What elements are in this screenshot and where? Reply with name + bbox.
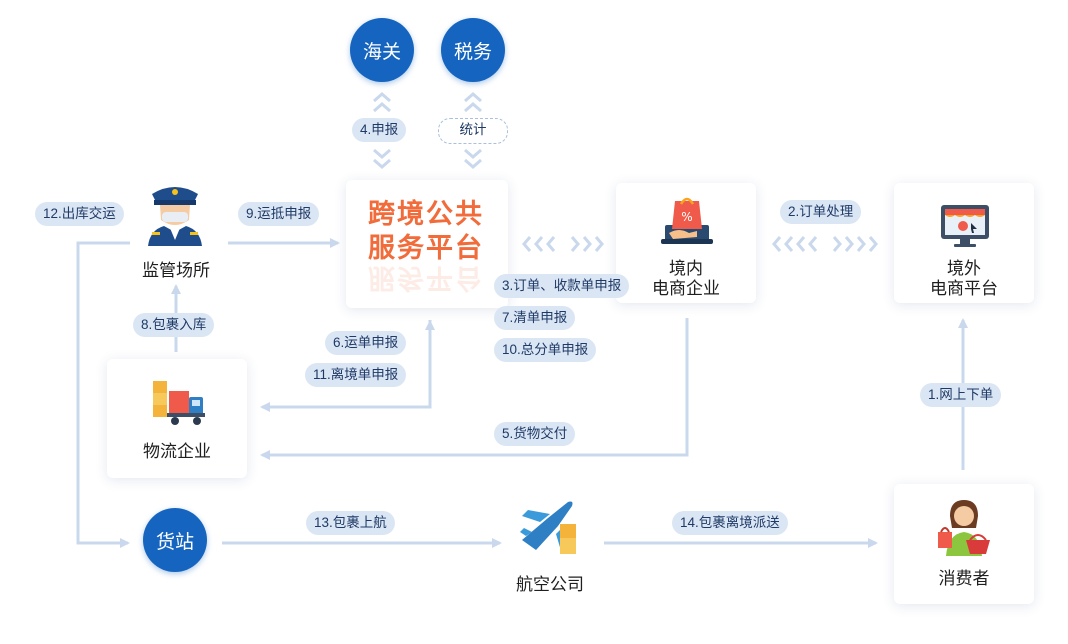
- domestic-ecommerce-node: % 境内 电商企业: [616, 183, 756, 303]
- step-1-online-order: 1.网上下单: [920, 383, 1002, 407]
- svg-text:%: %: [681, 210, 692, 224]
- tax-node: 税务: [441, 18, 505, 82]
- customs-officer-icon: [142, 180, 208, 253]
- step-12-outbound: 12.出库交运: [35, 202, 124, 226]
- step-9-arrival: 9.运抵申报: [238, 202, 320, 226]
- platform-title-reflection: 服务平台: [368, 264, 484, 293]
- platform-title-line1: 跨境公共: [368, 199, 484, 230]
- chevrons-tax: [464, 92, 482, 169]
- step-11-departure: 11.离境单申报: [305, 363, 407, 387]
- platform-title-line2: 服务平台: [368, 233, 484, 264]
- arrow-platform-to-logistics: [260, 320, 432, 412]
- truck-boxes-icon: [149, 379, 207, 432]
- step-8-warehousing: 8.包裹入库: [133, 313, 215, 337]
- storefront-monitor-icon: [938, 199, 992, 254]
- arrow-domestic-to-logistics: [260, 318, 689, 460]
- airplane-boxes-icon: [518, 498, 584, 565]
- arrow-supervision-to-cargo: [76, 241, 130, 548]
- step-4-declare: 4.申报: [352, 118, 407, 142]
- consumer-label: 消费者: [938, 569, 990, 588]
- cargo-station-node: 货站: [143, 508, 207, 572]
- step-13-boarding: 13.包裹上航: [306, 511, 395, 535]
- step-2-order-processing: 2.订单处理: [780, 200, 862, 224]
- domestic-ecommerce-label-2: 电商企业: [652, 279, 720, 298]
- customs-node: 海关: [350, 18, 414, 82]
- foreign-platform-node: 境外 电商平台: [894, 183, 1034, 303]
- logistics-label: 物流企业: [143, 442, 211, 461]
- platform-node: 跨境公共 服务平台 服务平台: [346, 180, 508, 308]
- logistics-node: 物流企业: [107, 359, 247, 478]
- step-5-delivery: 5.货物交付: [494, 422, 576, 446]
- step-6-waybill: 6.运单申报: [325, 331, 407, 355]
- step-3-order-receipt: 3.订单、收款单申报: [494, 274, 630, 298]
- foreign-platform-label-1: 境外: [947, 259, 981, 278]
- shopper-basket-icon: [936, 498, 992, 561]
- foreign-platform-label-2: 电商平台: [930, 279, 998, 298]
- airline-label: 航空公司: [516, 575, 584, 594]
- consumer-node: 消费者: [894, 484, 1034, 604]
- step-7-list: 7.清单申报: [494, 306, 576, 330]
- supervision-site-label: 监管场所: [142, 261, 210, 280]
- chevrons-domestic-foreign: [772, 236, 878, 252]
- stat-label: 统计: [438, 118, 508, 144]
- step-14-dispatch: 14.包裹离境派送: [672, 511, 788, 535]
- chevrons-customs: [373, 92, 391, 169]
- shopping-bag-laptop-icon: %: [659, 195, 715, 256]
- domestic-ecommerce-label-1: 境内: [669, 259, 703, 278]
- chevrons-platform-domestic: [522, 236, 604, 252]
- step-10-master-sub: 10.总分单申报: [494, 338, 597, 362]
